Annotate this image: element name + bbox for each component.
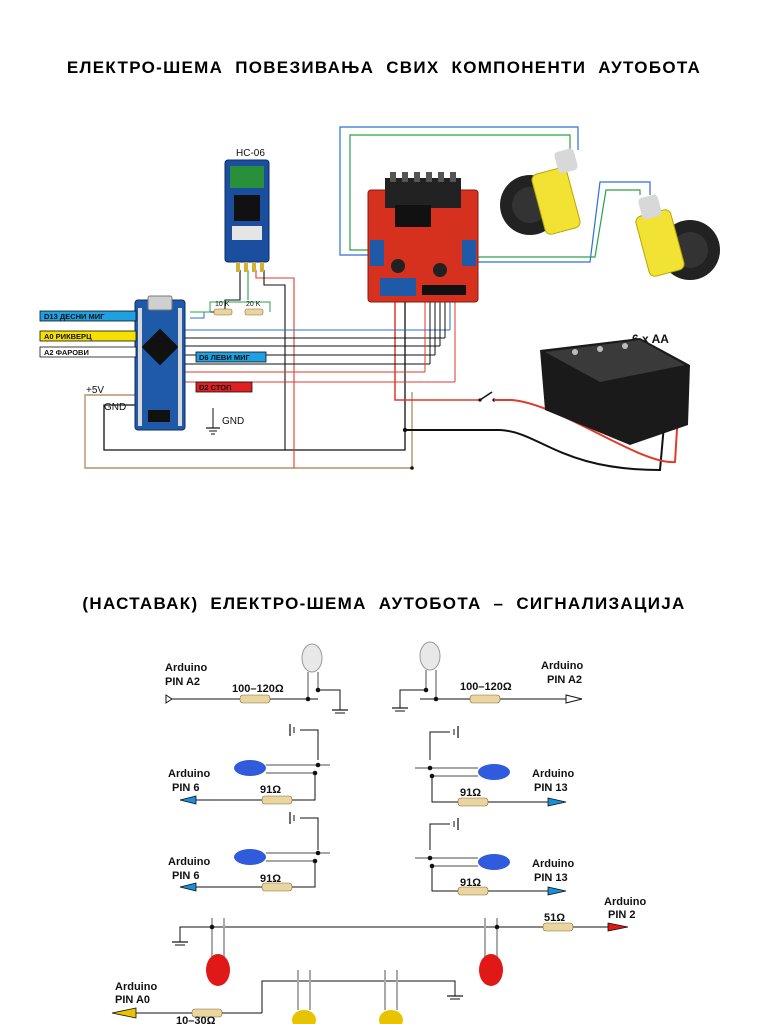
bluetooth-module: HC-06 bbox=[224, 148, 270, 272]
pin-a2-right-label: PIN A2 bbox=[547, 674, 582, 686]
resistor-10k-label: 10 K bbox=[215, 301, 230, 308]
resistor-20k-label: 20 K bbox=[246, 301, 261, 308]
headlight-left: Arduino PIN A2 100–120Ω bbox=[165, 643, 348, 714]
pin-label-d2: D2 СТОП bbox=[199, 383, 232, 392]
turn-signal-right: 91Ω Arduino PIN 13 91Ω Arduino PIN 13 bbox=[415, 726, 574, 896]
pin-a0-label: PIN A0 bbox=[115, 994, 150, 1006]
wiring-diagram: HC-06 10 K 20 K D1 bbox=[39, 126, 720, 472]
pin-6-label-a: PIN 6 bbox=[172, 782, 200, 794]
headlight-right: Arduino PIN A2 100–120Ω bbox=[392, 641, 583, 712]
arduino-label: Arduino bbox=[115, 981, 157, 993]
diagram-title-signals: (НАСТАВАК) ЕЛЕКТРО-ШЕМА АУТОБОТА – СИГНА… bbox=[82, 594, 686, 613]
resistor-10-30: 10–30Ω bbox=[176, 1015, 216, 1024]
resistor-91-d: 91Ω bbox=[460, 877, 481, 889]
pin-a2-left-label: PIN A2 bbox=[165, 676, 200, 688]
l298n-driver bbox=[367, 172, 479, 303]
arduino-label: Arduino bbox=[168, 856, 210, 868]
resistor-91-b: 91Ω bbox=[260, 873, 281, 885]
signal-diagram: Arduino PIN A2 100–120Ω Arduino PIN A2 1… bbox=[111, 641, 646, 1024]
turn-signal-left: 91Ω Arduino PIN 6 91Ω Arduino PIN 6 bbox=[168, 724, 330, 892]
bt-module-label: HC-06 bbox=[236, 148, 265, 159]
arduino-label: Arduino bbox=[168, 768, 210, 780]
arduino-label: Arduino bbox=[541, 660, 583, 672]
pin-label-d6: D6 ЛЕВИ МИГ bbox=[199, 353, 250, 362]
resistor-91-a: 91Ω bbox=[260, 784, 281, 796]
gnd-symbol-label: GND bbox=[222, 416, 244, 427]
divider-resistors: 10 K 20 K bbox=[213, 301, 264, 316]
pin-13-label-b: PIN 13 bbox=[534, 872, 568, 884]
brake-lights: 51Ω Arduino PIN 2 bbox=[172, 896, 646, 986]
arduino-label: Arduino bbox=[604, 896, 646, 908]
arduino-label: Arduino bbox=[532, 768, 574, 780]
arduino-pin-labels: D13 ДЕСНИ МИГ A0 РИКВЕРЦ A2 ФАРОВИ D6 ЛЕ… bbox=[39, 310, 267, 435]
pin-6-label-b: PIN 6 bbox=[172, 870, 200, 882]
diagram-title-main: ЕЛЕКТРО-ШЕМА ПОВЕЗИВАЊА СВИХ КОМПОНЕНТИ … bbox=[66, 58, 702, 77]
reverse-lights: 10–30Ω Arduino PIN A0 bbox=[111, 970, 463, 1024]
arduino-label: Arduino bbox=[165, 662, 207, 674]
pin-label-d13: D13 ДЕСНИ МИГ bbox=[44, 312, 105, 321]
plus5v-label: +5V bbox=[86, 385, 104, 396]
resistor-100-120-left: 100–120Ω bbox=[232, 683, 284, 695]
pin-2-label: PIN 2 bbox=[608, 909, 636, 921]
pin-13-label-a: PIN 13 bbox=[534, 782, 568, 794]
gnd-label: GND bbox=[104, 402, 126, 413]
arduino-nano-board bbox=[134, 295, 186, 431]
pin-label-a0: A0 РИКВЕРЦ bbox=[44, 332, 92, 341]
motor-right bbox=[635, 194, 720, 280]
resistor-100-120-right: 100–120Ω bbox=[460, 681, 512, 693]
pin-label-a2: A2 ФАРОВИ bbox=[44, 348, 89, 357]
resistor-91-c: 91Ω bbox=[460, 787, 481, 799]
resistor-51: 51Ω bbox=[544, 912, 565, 924]
arduino-label: Arduino bbox=[532, 858, 574, 870]
motor-left bbox=[500, 148, 581, 235]
battery-pack: 6 x AA bbox=[540, 332, 690, 445]
